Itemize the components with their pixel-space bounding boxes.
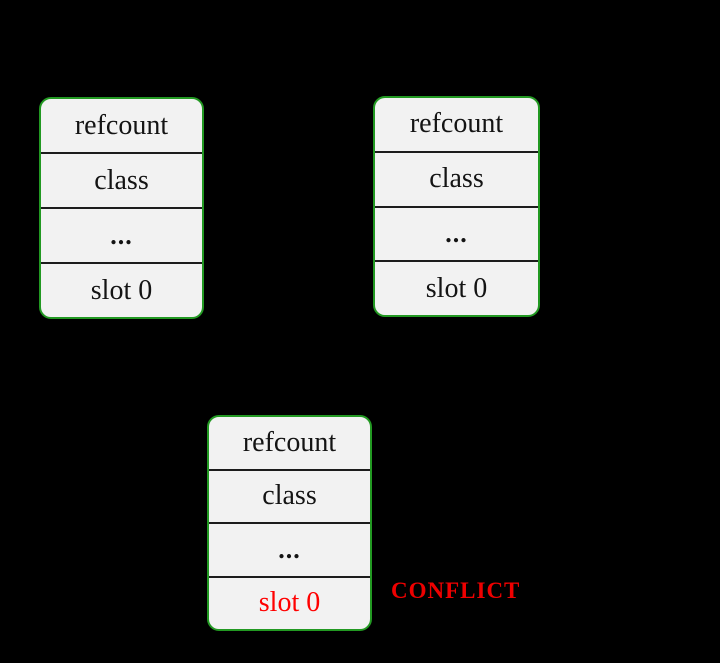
row-class: class bbox=[375, 150, 538, 206]
row-slot0-conflict: slot 0 bbox=[209, 575, 370, 630]
row-refcount: refcount bbox=[409, 108, 504, 140]
row-class: class bbox=[41, 152, 202, 207]
row-ellipsis: ... bbox=[209, 522, 370, 576]
conflict-label: CONFLICT bbox=[391, 578, 521, 603]
row-ellipsis: ... bbox=[41, 207, 202, 262]
row-ellipsis: ... bbox=[375, 205, 538, 261]
object-box-top-right: refcount class ... slot 0 bbox=[373, 96, 540, 317]
row-refcount: refcount bbox=[242, 426, 337, 458]
object-box-top-left: refcount class ... slot 0 bbox=[39, 97, 204, 319]
object-box-bottom-center: refcount class ... slot 0 bbox=[207, 415, 372, 631]
row-class: class bbox=[209, 468, 370, 523]
row-refcount: refcount bbox=[74, 109, 169, 141]
row-slot0: slot 0 bbox=[41, 262, 202, 317]
row-slot0: slot 0 bbox=[375, 260, 538, 315]
